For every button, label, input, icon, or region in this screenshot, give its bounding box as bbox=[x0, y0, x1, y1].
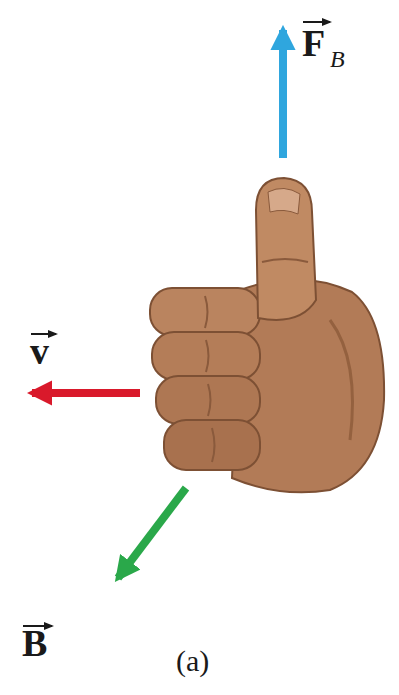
velocity-symbol: v bbox=[30, 330, 49, 374]
field-symbol: B bbox=[22, 622, 47, 666]
force-subscript: B bbox=[330, 46, 345, 74]
force-symbol: F bbox=[302, 22, 325, 66]
panel-label: (a) bbox=[176, 644, 209, 679]
